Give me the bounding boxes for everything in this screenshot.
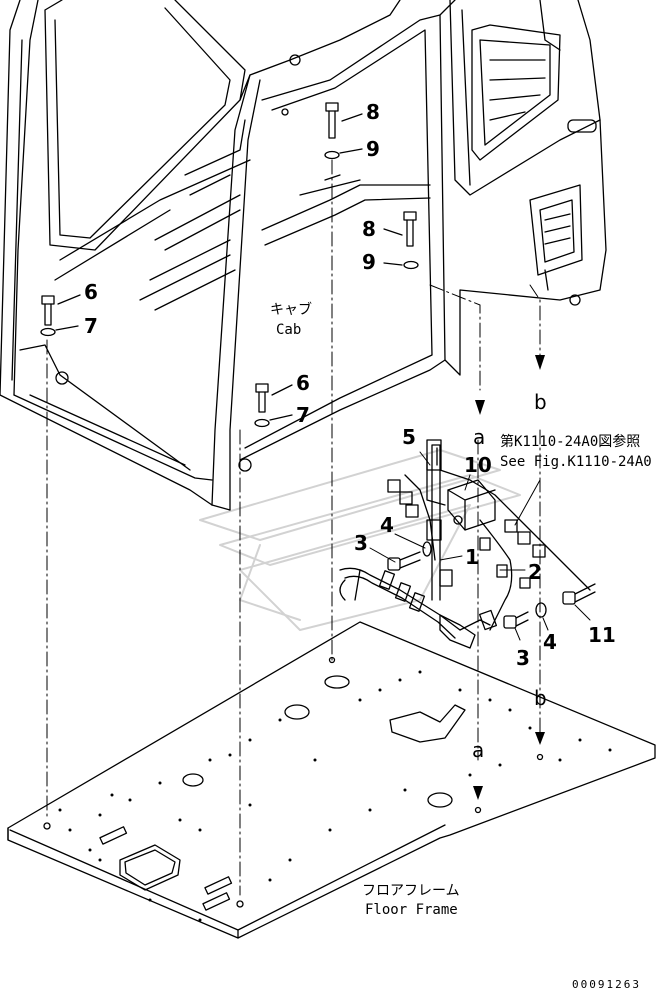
bolt-6-right xyxy=(255,383,293,413)
floor-frame xyxy=(7,621,656,939)
cab-label-en: Cab xyxy=(276,322,302,338)
callout-1: 1 xyxy=(465,545,479,569)
washer-9-lower xyxy=(383,260,419,270)
ref-letter-a-top: a xyxy=(473,425,486,449)
washer-9-upper xyxy=(324,148,363,160)
controller-unit-10 xyxy=(447,479,496,531)
callout-4-left: 4 xyxy=(380,513,394,537)
callout-3-left: 3 xyxy=(354,531,368,555)
callout-11: 11 xyxy=(588,623,616,647)
ref-letter-b-top: b xyxy=(534,390,547,414)
callout-10: 10 xyxy=(464,453,492,477)
bolt-3-left xyxy=(387,551,421,571)
bolt-3-right xyxy=(503,611,529,629)
floor-frame-label-jp: フロアフレーム xyxy=(362,883,460,899)
washer-4-left xyxy=(422,541,432,557)
washer-4-right xyxy=(535,602,547,618)
bolt-8-upper xyxy=(325,102,363,139)
floor-frame-label-en: Floor Frame xyxy=(365,902,458,918)
callout-6-left: 6 xyxy=(84,280,98,304)
alignment-lines xyxy=(46,159,541,896)
washer-7-right xyxy=(254,414,293,428)
floor-holes xyxy=(58,670,612,922)
callout-9-lower: 9 xyxy=(362,250,376,274)
bracket-5 xyxy=(426,454,446,506)
bolt-6-left xyxy=(41,294,81,326)
callout-8-upper: 8 xyxy=(366,100,380,124)
wire-harness xyxy=(339,439,591,649)
see-figure-note-jp: 第K1110-24A0図参照 xyxy=(500,434,641,450)
callout-4-right: 4 xyxy=(543,630,557,654)
bolt-11 xyxy=(562,583,596,605)
leader-lines xyxy=(369,451,591,641)
callout-8-lower: 8 xyxy=(362,217,376,241)
washer-7-left xyxy=(40,325,79,337)
callout-3-right: 3 xyxy=(516,646,530,670)
document-number: 00091263 xyxy=(572,978,641,991)
callout-5: 5 xyxy=(402,425,416,449)
cab-frame xyxy=(0,0,607,511)
callout-7-left: 7 xyxy=(84,314,98,338)
ref-letter-a-bottom: a xyxy=(472,738,485,762)
callout-6-right: 6 xyxy=(296,371,310,395)
callout-2: 2 xyxy=(528,560,542,584)
cab-label-jp: キャブ xyxy=(270,302,312,318)
ref-letter-b-bottom: b xyxy=(534,686,547,710)
bolt-8-lower xyxy=(383,211,417,247)
callout-9-upper: 9 xyxy=(366,137,380,161)
see-figure-note-en: See Fig.K1110-24A0 xyxy=(500,454,652,470)
reference-arrows xyxy=(473,355,545,800)
callout-7-right: 7 xyxy=(296,403,310,427)
